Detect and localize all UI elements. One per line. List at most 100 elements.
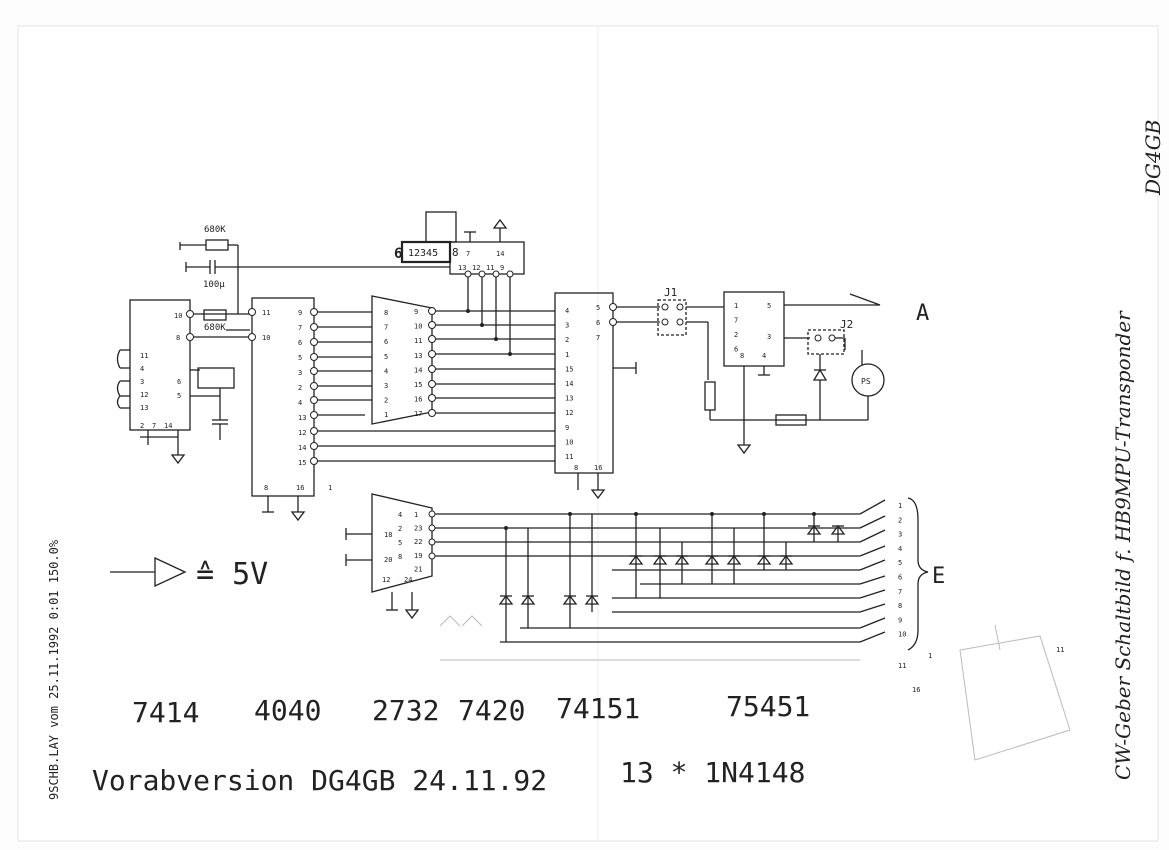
e-line-number-7: 8: [898, 602, 902, 610]
resistor-r1-label: 680K: [204, 225, 226, 235]
jumper-j2-label: J2: [840, 318, 853, 331]
ic1-pin-left-1: 4: [140, 365, 144, 373]
ic1-pin-bottom-1: 7: [152, 422, 156, 430]
ic2-pin-bottom-2: 1: [328, 484, 332, 492]
diode-matrix: [498, 514, 846, 642]
ic3-pin-left-4: 4: [384, 367, 388, 375]
ic1-7414: [129, 299, 191, 431]
ic3-pin-left-2: 6: [384, 338, 388, 346]
address-bus: [314, 310, 555, 462]
ic7-pin-left-0: 4: [398, 511, 402, 519]
e-line-number-6: 7: [898, 588, 902, 596]
dip-switch-left: 6: [394, 246, 402, 262]
ic2-pin-right-9: 14: [298, 444, 306, 452]
ic5-pin-left-2: 2: [734, 331, 738, 339]
ic4-74151: [554, 292, 614, 474]
ic4-pin-right-1: 6: [596, 319, 600, 327]
e-line-number-9: 10: [898, 631, 906, 639]
ic4-pin-left-3: 1: [565, 351, 569, 359]
ic3-pin-right-0: 9: [414, 308, 418, 316]
version-label: Vorabversion DG4GB 24.11.92: [92, 764, 547, 797]
ic2-pin-bottom-1: 16: [296, 484, 304, 492]
ic-type-4040: 4040: [254, 694, 321, 727]
ic7-pin-right-2: 22: [414, 538, 422, 546]
ic5-pin-bottom-0: 8: [740, 352, 744, 360]
ic1-pin-bottom-2: 14: [164, 422, 172, 430]
buzzer-ps-label: PS: [861, 377, 871, 386]
ic6-pin-top-3: 9: [500, 264, 504, 272]
dip-switch: [400, 240, 452, 264]
ic-type-74151: 74151: [556, 692, 640, 725]
ic4-pin-left-8: 9: [565, 424, 569, 432]
ic5-pin-bottom-1: 4: [762, 352, 766, 360]
ic1-pin-left-3: 12: [140, 391, 148, 399]
ic2-pin-right-7: 13: [298, 414, 306, 422]
ic3-pin-left-0: 8: [384, 309, 388, 317]
ic1-pin-left-2: 3: [140, 378, 144, 386]
ic7-pin-bottom-0: 12: [382, 576, 390, 584]
ic4-pin-left-1: 3: [565, 322, 569, 330]
ic4-pin-left-4: 15: [565, 365, 573, 373]
jumper-j1-label: J1: [664, 286, 677, 299]
ic3-pin-left-7: 1: [384, 411, 388, 419]
vcc-symbol: [154, 556, 187, 588]
ic7-pin-left2-0: 18: [384, 531, 392, 539]
dip-switch-right: 8: [452, 246, 459, 259]
ic3-pin-left-1: 7: [384, 324, 388, 332]
ic6-pin-top-2: 11: [486, 264, 494, 272]
e-line-number-0: 1: [898, 502, 902, 510]
ic3-pin-right-7: 17: [414, 410, 422, 418]
brace-e: [907, 497, 929, 651]
ic7-pin-bottom-1: 24: [404, 576, 412, 584]
ic-type-75451: 75451: [726, 690, 810, 723]
ic4-pin-left-10: 11: [565, 453, 573, 461]
ic4-pin-right-0: 5: [596, 304, 600, 312]
ic2-pin-right-0: 9: [298, 309, 302, 317]
ic7-pin-right-1: 23: [414, 525, 422, 533]
e-line-number-1: 2: [898, 516, 902, 524]
output-e-label: E: [932, 564, 945, 589]
ic7-pin-left-1: 2: [398, 525, 402, 533]
ic4-pin-right-2: 7: [596, 334, 600, 342]
ic3-pin-right-6: 16: [414, 396, 422, 404]
ic2-pin-right-6: 4: [298, 399, 302, 407]
ic5-75451: [723, 291, 785, 367]
ic1-pin-right-d-0: 5: [177, 392, 181, 400]
ic7-decoder: [371, 493, 433, 593]
ic2-pin-right-1: 7: [298, 324, 302, 332]
ic5-pin-left-3: 6: [734, 346, 738, 354]
ic5-pin-left-0: 1: [734, 302, 738, 310]
e-line-number-5: 6: [898, 574, 902, 582]
ic3-pin-right-5: 15: [414, 381, 422, 389]
ic3-pin-right-4: 14: [414, 366, 422, 374]
ic5-pin-right-0: 5: [767, 302, 771, 310]
e-line-number-2: 3: [898, 531, 902, 539]
ic4-pin-bottom-0: 8: [574, 464, 578, 472]
ic5-pin-right-1: 3: [767, 333, 771, 341]
pencil-note-d-0: 11: [1056, 646, 1064, 654]
ic2-pin-right-5: 2: [298, 384, 302, 392]
ic7-pin-left2-1: 20: [384, 556, 392, 564]
ic2-pin-right-8: 12: [298, 429, 306, 437]
dip-switch-label: 12345: [408, 248, 438, 259]
ic1-pin-left-0: 11: [140, 352, 148, 360]
ic1-pin-right-a-0: 10: [174, 312, 182, 320]
ic4-pin-bottom-1: 16: [594, 464, 602, 472]
e-line-number-4: 5: [898, 559, 902, 567]
capacitor-c1-label: 100µ: [203, 280, 225, 290]
ic7-pin-left-2: 5: [398, 539, 402, 547]
ic1-pin-bottom-0: 2: [140, 422, 144, 430]
diode-count-label: 13 * 1N4148: [620, 756, 805, 789]
ic-type-2732: 2732: [372, 694, 439, 727]
title-vertical: CW-Geber Schaltbild f. HB9MPU-Transponde…: [1111, 310, 1135, 780]
pencil-note-c-0: 1: [928, 652, 932, 660]
ic4-pin-left-9: 10: [565, 438, 573, 446]
ic3-pin-left-5: 3: [384, 382, 388, 390]
pencil-note-a-0: 11: [898, 662, 906, 670]
ic6-pin-top2-0: 7: [466, 250, 470, 258]
pencil-note-b-0: 16: [912, 686, 920, 694]
ic3-pin-right-2: 11: [414, 337, 422, 345]
ic2-pin-right-3: 5: [298, 354, 302, 362]
ic3-pin-right-3: 13: [414, 352, 422, 360]
